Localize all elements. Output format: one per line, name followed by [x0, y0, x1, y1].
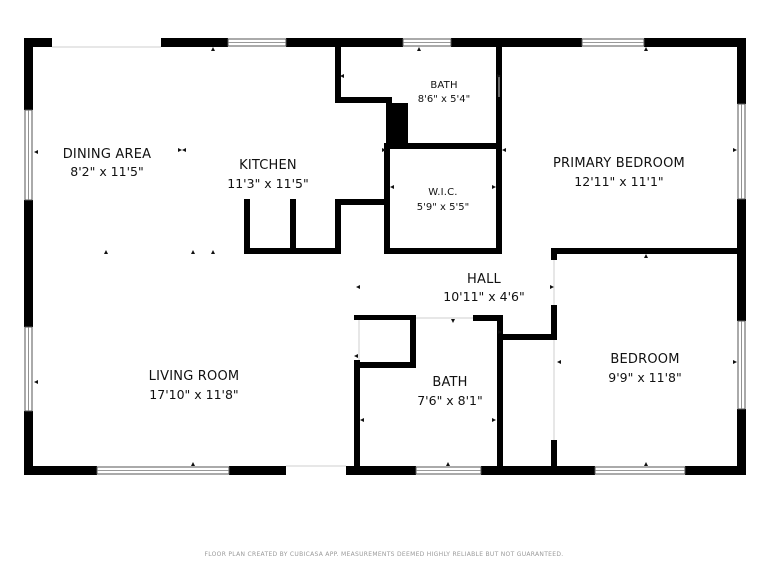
wall-bath-top-bottom: [386, 143, 502, 149]
room-dims-dining: 8'2" x 11'5": [70, 164, 143, 179]
window-center-lines: [28, 42, 742, 471]
wall-bath-bottom-step-bottom: [354, 362, 416, 368]
room-name-bath-bottom: BATH: [432, 375, 467, 390]
wall-wic-left: [384, 143, 390, 254]
room-name-hall: HALL: [467, 272, 502, 287]
wall-bottom-far-right: [685, 466, 746, 475]
wall-wic-right: [496, 143, 502, 254]
wall-bottom-center: [346, 466, 416, 475]
wall-bottom-left: [24, 466, 97, 475]
wall-top-mid: [161, 38, 228, 47]
wall-counter-left: [244, 199, 250, 254]
wall-counter-mid: [290, 199, 296, 254]
wall-left-bottom: [24, 411, 33, 475]
room-name-bath-top: BATH: [430, 80, 457, 91]
wall-bottom-right: [481, 466, 595, 475]
wall-right-top: [737, 38, 746, 104]
wall-left-mid: [24, 200, 33, 327]
room-name-primary-bedroom: PRIMARY BEDROOM: [553, 156, 685, 171]
room-dims-wic: 5'9" x 5'5": [417, 202, 469, 213]
wall-bedroom-left: [551, 440, 557, 470]
room-dims-hall: 10'11" x 4'6": [443, 289, 524, 304]
wall-top-left: [24, 38, 52, 47]
windows: [24, 38, 746, 475]
wall-primary-bottom: [551, 248, 746, 254]
wall-counter-right: [335, 199, 341, 254]
room-dims-bath-bottom: 7'6" x 8'1": [417, 393, 483, 408]
wall-bath-bottom-top-right: [473, 315, 503, 321]
room-dims-primary-bedroom: 12'11" x 11'1": [574, 174, 663, 189]
room-name-wic: W.I.C.: [428, 187, 457, 198]
wall-bath-bottom-right: [497, 315, 503, 470]
room-dims-kitchen: 11'3" x 11'5": [227, 176, 308, 191]
wall-bath-bottom-step-top: [354, 315, 416, 320]
wall-right-mid: [737, 199, 746, 321]
wall-top-far-right: [644, 38, 746, 47]
wall-wic-bottom: [384, 248, 502, 254]
wall-closet-top: [503, 334, 557, 340]
room-name-kitchen: KITCHEN: [239, 158, 297, 173]
dimension-ticks: [34, 47, 737, 466]
room-dims-bedroom: 9'9" x 11'8": [608, 370, 681, 385]
wall-bath-bottom-step-right: [410, 315, 416, 367]
wall-top-right: [451, 38, 582, 47]
wall-bottom-mid: [229, 466, 286, 475]
wall-bath-bottom-left: [354, 360, 360, 470]
wall-primary-jamb: [551, 248, 557, 260]
wall-top-center: [286, 38, 403, 47]
room-name-dining: DINING AREA: [63, 147, 152, 162]
wall-bath-top-left: [335, 45, 341, 103]
wall-closet-block: [386, 103, 408, 147]
room-dims-bath-top: 8'6" x 5'4": [418, 94, 470, 105]
wall-closet-right: [551, 305, 557, 340]
opening-outlines: [52, 46, 346, 467]
room-labels: DINING AREA 8'2" x 11'5" KITCHEN 11'3" x…: [63, 80, 685, 408]
footer-disclaimer: FLOOR PLAN CREATED BY CUBICASA APP. MEAS…: [204, 551, 564, 558]
exterior-walls: [24, 38, 746, 475]
wall-bath-top-bottom-left: [335, 97, 392, 103]
room-dims-living-room: 17'10" x 11'8": [149, 387, 238, 402]
room-name-bedroom: BEDROOM: [610, 352, 679, 367]
wall-counter-top: [335, 199, 390, 205]
room-name-living-room: LIVING ROOM: [149, 369, 240, 384]
wall-right-bottom: [737, 409, 746, 475]
door-lines: [358, 75, 555, 440]
wall-left-top: [24, 38, 33, 110]
interior-walls: [244, 45, 746, 470]
